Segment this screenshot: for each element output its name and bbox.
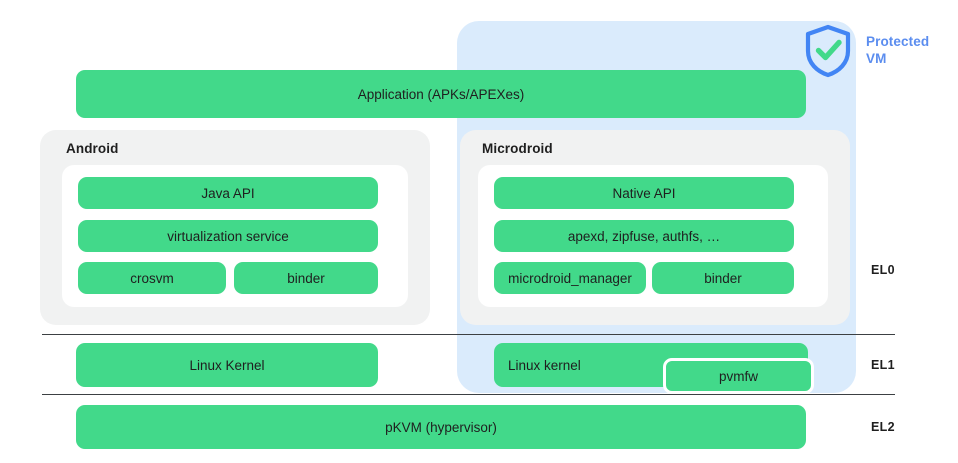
el0-label: EL0 (871, 263, 895, 277)
application-box: Application (APKs/APEXes) (76, 70, 806, 118)
pkvm-hypervisor-box: pKVM (hypervisor) (76, 405, 806, 449)
android-title: Android (66, 141, 119, 156)
android-box-virtualization-service: virtualization service (78, 220, 378, 252)
microdroid-title: Microdroid (482, 141, 553, 156)
el2-label: EL2 (871, 420, 895, 434)
microdroid-box-binder: binder (652, 262, 794, 294)
protected-vm-label: Protected VM (866, 33, 952, 67)
protected-vm-label-line1: Protected (866, 34, 930, 49)
pvmfw-box: pvmfw (663, 358, 814, 394)
microdroid-box-native-api: Native API (494, 177, 794, 209)
microdroid-box-microdroid-manager: microdroid_manager (494, 262, 646, 294)
microdroid-box-apexd: apexd, zipfuse, authfs, … (494, 220, 794, 252)
android-box-java-api: Java API (78, 177, 378, 209)
el0-el1-divider (42, 334, 895, 335)
protected-vm-label-line2: VM (866, 51, 887, 66)
el1-label: EL1 (871, 358, 895, 372)
android-box-crosvm: crosvm (78, 262, 226, 294)
el1-el2-divider (42, 394, 895, 395)
android-box-binder: binder (234, 262, 378, 294)
shield-check-icon (803, 24, 853, 78)
android-linux-kernel-box: Linux Kernel (76, 343, 378, 387)
